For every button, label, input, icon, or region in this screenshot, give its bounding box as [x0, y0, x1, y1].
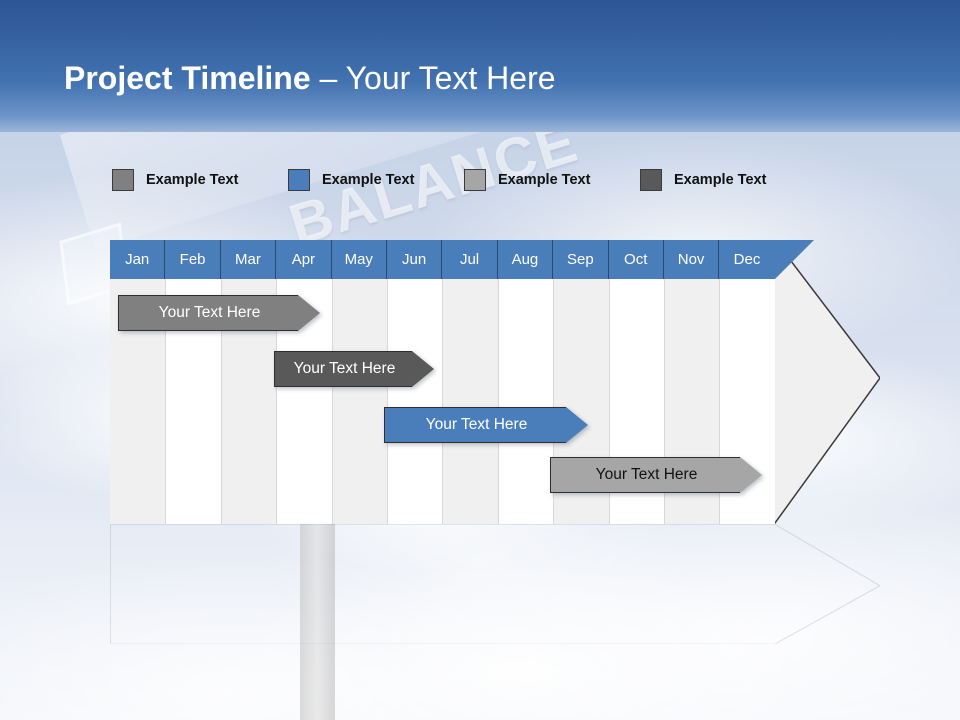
chart-column — [220, 240, 277, 524]
task-bar-body: Your Text Here — [274, 351, 412, 387]
signpost-pole — [300, 520, 335, 720]
month-cell-nov[interactable]: Nov — [663, 240, 720, 279]
task-bar-body: Your Text Here — [384, 407, 566, 443]
legend-item[interactable]: Example Text — [464, 169, 590, 191]
chart-column — [165, 240, 221, 524]
chart-grid — [110, 240, 775, 524]
task-bar[interactable]: Your Text Here — [550, 457, 762, 493]
column-divider — [442, 240, 444, 524]
column-divider — [165, 240, 167, 524]
month-cell-jun[interactable]: Jun — [386, 240, 443, 279]
column-divider — [608, 240, 610, 524]
task-bar-label: Your Text Here — [293, 360, 396, 377]
task-bar[interactable]: Your Text Here — [274, 351, 434, 387]
task-bar-label: Your Text Here — [425, 416, 528, 433]
legend-swatch-icon — [112, 169, 134, 191]
legend: Example Text Example Text Example Text Exam… — [112, 168, 812, 192]
title-primary: Project Timeline — [64, 60, 311, 96]
title-secondary: Your Text Here — [345, 60, 556, 96]
month-cell-may[interactable]: May — [331, 240, 387, 279]
task-bar[interactable]: Your Text Here — [384, 407, 588, 443]
month-cell-aug[interactable]: Aug — [497, 240, 554, 279]
task-bar-label: Your Text Here — [595, 466, 698, 483]
legend-swatch-icon — [464, 169, 486, 191]
month-cell-mar[interactable]: Mar — [220, 240, 277, 279]
legend-label: Example Text — [674, 172, 767, 188]
task-bar-arrowhead-icon — [566, 407, 588, 443]
chart-column — [110, 240, 166, 524]
column-divider — [553, 240, 555, 524]
title-band: Project Timeline – Your Text Here — [0, 0, 960, 132]
chart-column — [442, 240, 498, 524]
task-bar-arrowhead-icon — [740, 457, 762, 493]
task-bar[interactable]: Your Text Here — [118, 295, 320, 331]
legend-swatch-icon — [640, 169, 662, 191]
month-cell-jan[interactable]: Jan — [110, 240, 166, 279]
legend-swatch-icon — [288, 169, 310, 191]
column-divider — [719, 240, 721, 524]
chart-column — [497, 240, 554, 524]
task-bar-label: Your Text Here — [158, 304, 261, 321]
page-title: Project Timeline – Your Text Here — [64, 60, 556, 97]
legend-label: Example Text — [322, 172, 415, 188]
task-bar-arrowhead-icon — [298, 295, 320, 331]
month-cell-sep[interactable]: Sep — [553, 240, 609, 279]
month-cell-jul[interactable]: Jul — [442, 240, 498, 279]
task-bar-arrowhead-icon — [412, 351, 434, 387]
task-bar-body: Your Text Here — [550, 457, 740, 493]
legend-label: Example Text — [498, 172, 591, 188]
title-separator: – — [310, 60, 346, 96]
month-cell-dec[interactable]: Dec — [719, 240, 775, 279]
legend-item[interactable]: Example Text — [288, 169, 414, 191]
task-bar-body: Your Text Here — [118, 295, 298, 331]
month-cell-oct[interactable]: Oct — [608, 240, 664, 279]
legend-item[interactable]: Example Text — [112, 169, 238, 191]
legend-item[interactable]: Example Text — [640, 169, 766, 191]
column-divider — [220, 240, 222, 524]
column-divider — [497, 240, 499, 524]
month-cell-feb[interactable]: Feb — [165, 240, 221, 279]
month-cell-apr[interactable]: Apr — [276, 240, 332, 279]
column-divider — [663, 240, 665, 524]
legend-label: Example Text — [146, 172, 239, 188]
month-header-arrow-tail — [775, 240, 814, 279]
